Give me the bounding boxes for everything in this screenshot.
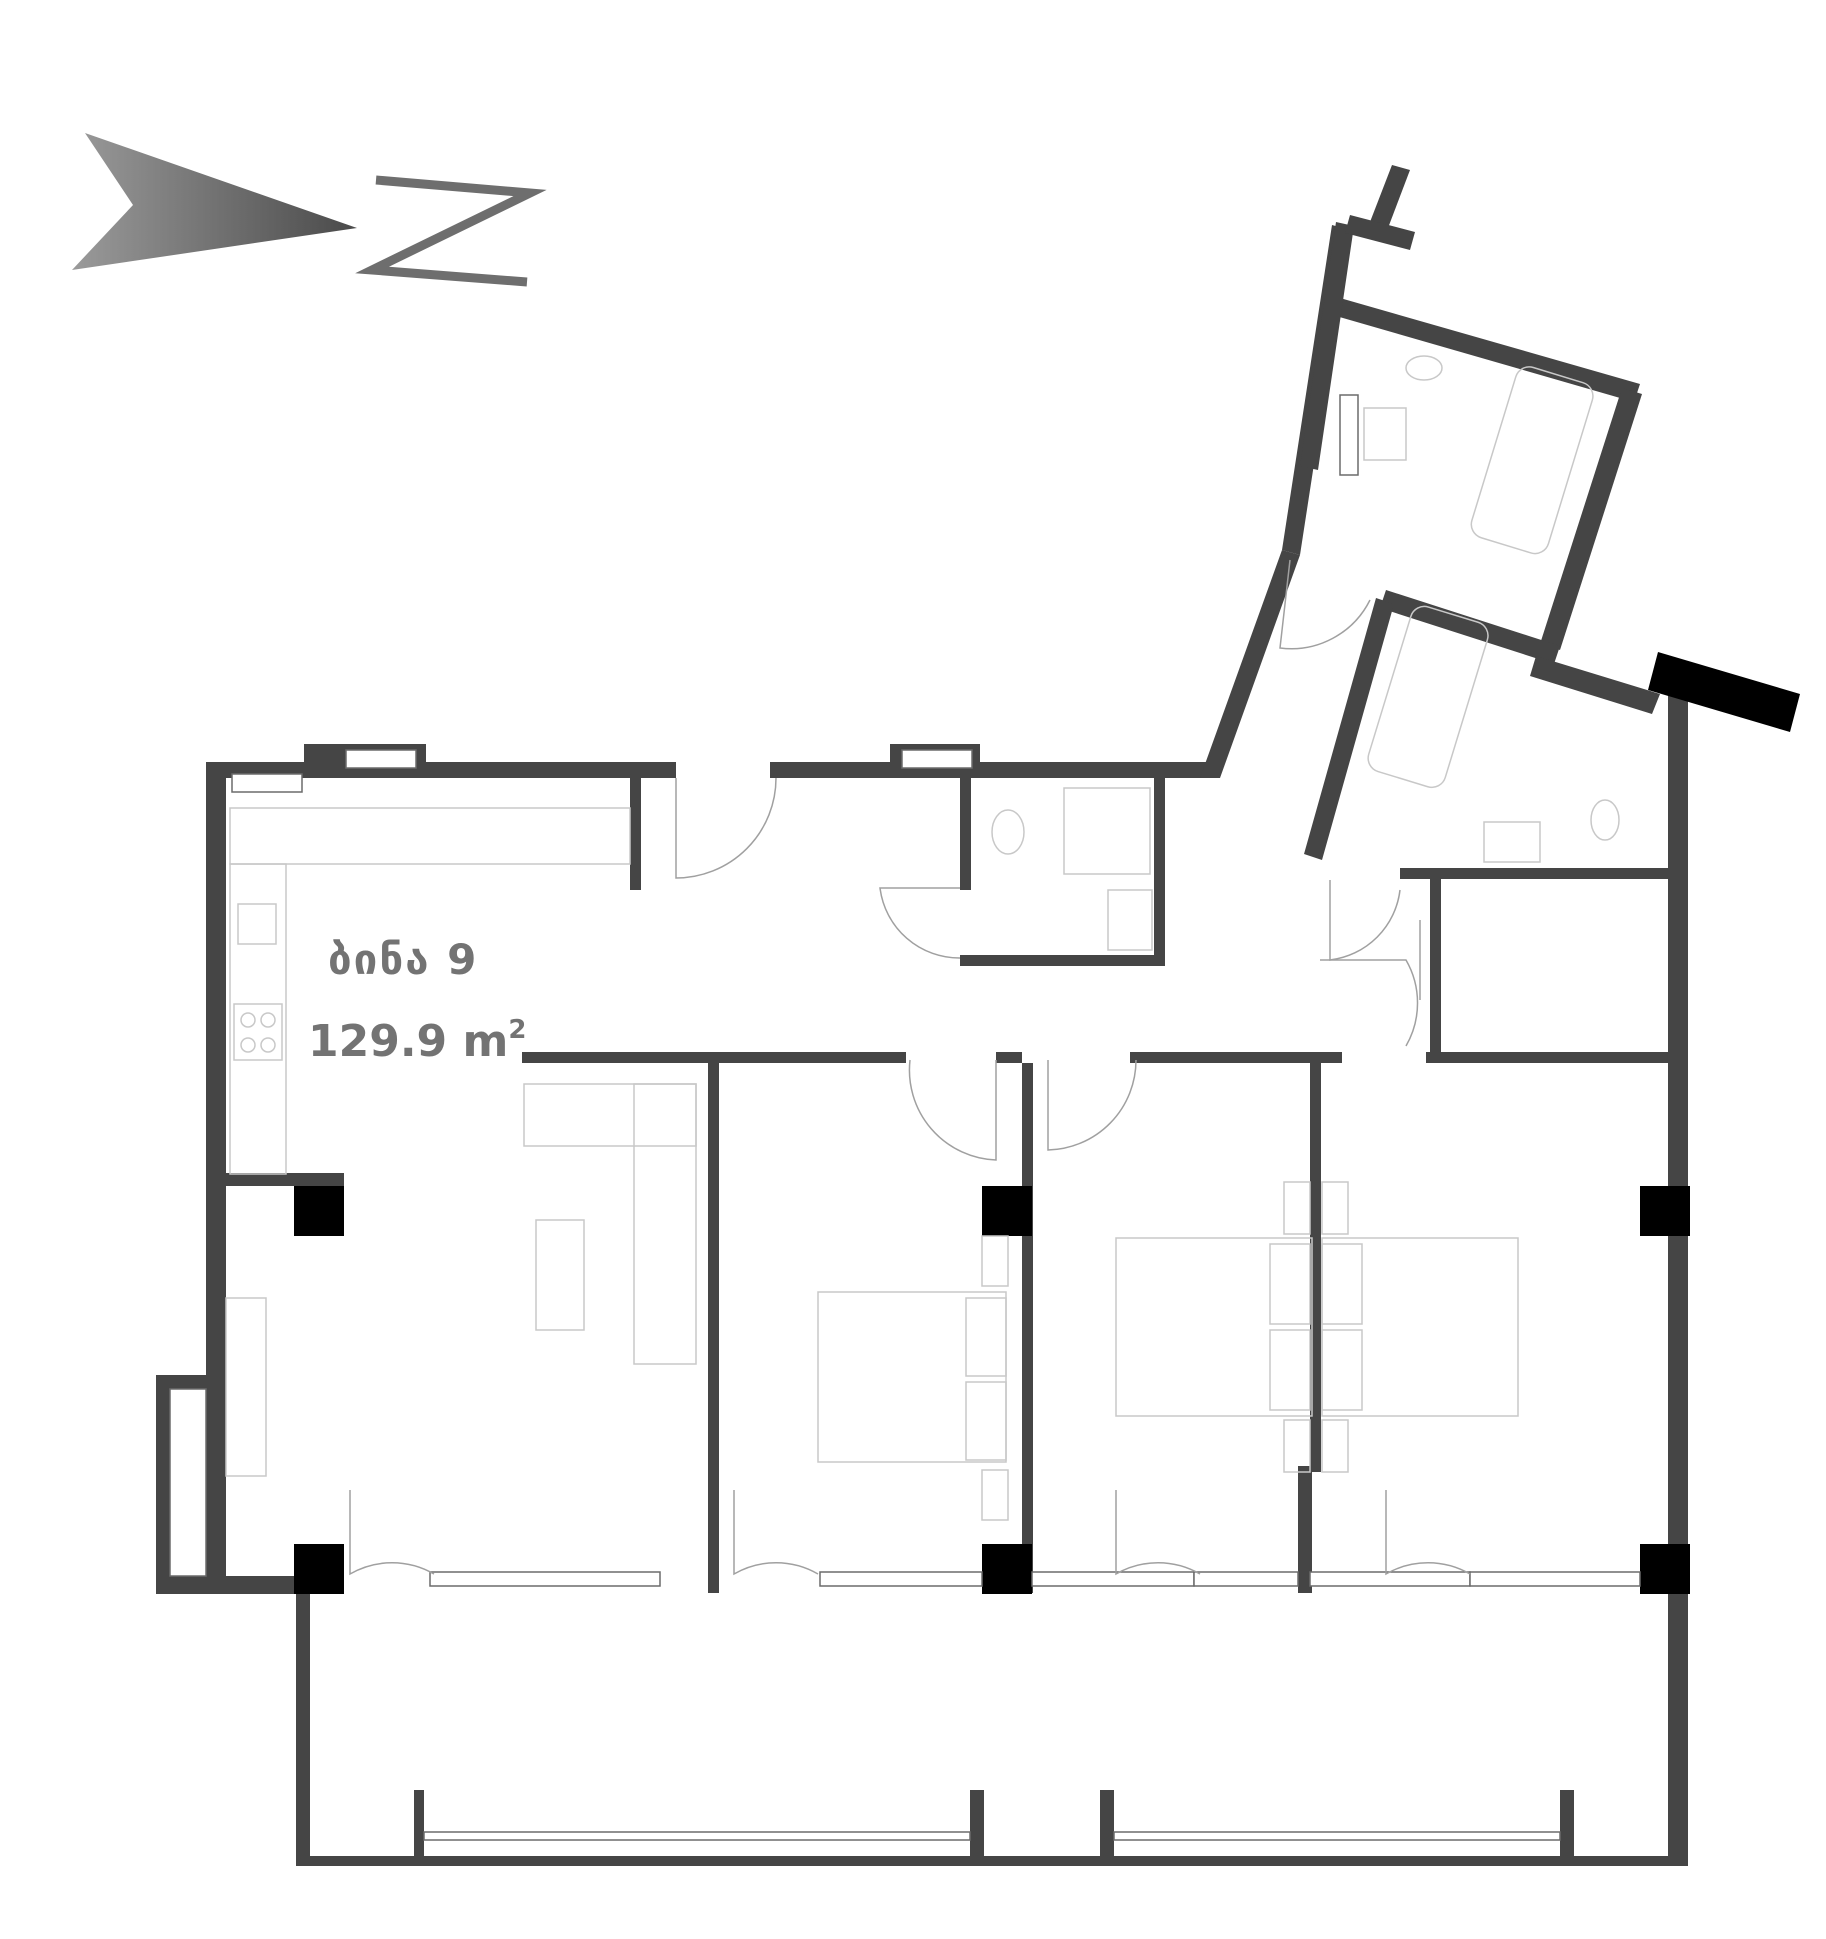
compass xyxy=(72,133,547,287)
windows xyxy=(169,394,1641,1841)
columns xyxy=(294,1186,1690,1594)
doors xyxy=(349,559,1471,1576)
apartment-name: ბინა 9 xyxy=(328,935,479,984)
furniture xyxy=(225,355,1620,1521)
north-arrow-icon xyxy=(72,133,357,270)
apartment-area: 129.9 m2 xyxy=(308,1015,526,1067)
area-unit-power: 2 xyxy=(508,1015,527,1045)
area-value: 129.9 m xyxy=(308,1016,509,1067)
north-letter-icon xyxy=(355,175,547,287)
walls xyxy=(156,165,1800,1866)
